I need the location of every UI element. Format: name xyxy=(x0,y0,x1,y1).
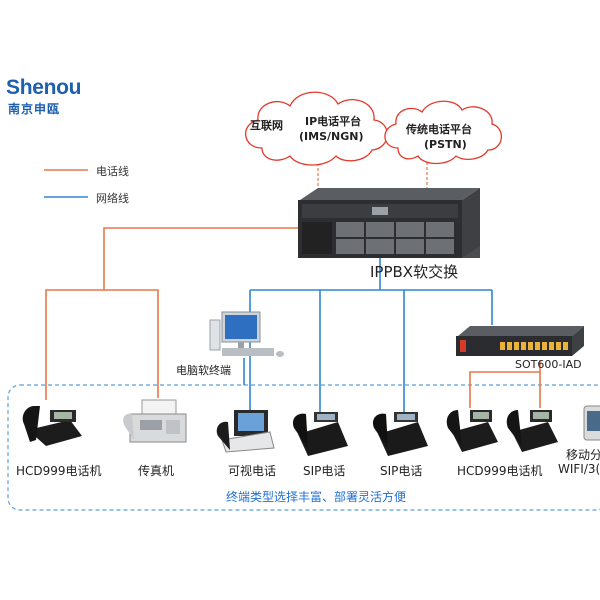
mobile-phone xyxy=(583,405,600,441)
pc-softphone-label: 电脑软终端 xyxy=(176,364,231,377)
phone-line-fax xyxy=(104,289,159,398)
hcd999-phone-left xyxy=(22,406,82,446)
brand-chinese-name: 南京申瓯 xyxy=(8,102,61,116)
sip-phone-1-label: SIP电话 xyxy=(303,464,346,478)
hcd999-right-label: HCD999电话机 xyxy=(457,464,543,478)
internet-cloud xyxy=(245,91,388,166)
fax-machine xyxy=(123,399,187,443)
iad-label: SOT600-IAD xyxy=(515,358,582,371)
video-phone xyxy=(216,410,275,453)
ippbx-server xyxy=(298,188,480,258)
mobile-label-line1: 移动分 xyxy=(566,448,600,462)
sot600-iad-device xyxy=(456,326,584,356)
sip-phone-1 xyxy=(292,412,348,456)
sip-phone-2 xyxy=(372,412,428,456)
pc-softphone xyxy=(209,311,284,357)
ippbx-label: IPPBX软交换 xyxy=(370,263,459,281)
brand-logo-text: Shenou xyxy=(6,76,82,99)
legend-phone-line-label: 电话线 xyxy=(96,165,129,178)
sip-phone-2-label: SIP电话 xyxy=(380,464,423,478)
terminal-tagline: 终端类型选择丰富、部署灵活方便 xyxy=(226,490,407,504)
ims-ngn-label: (IMS/NGN) xyxy=(299,130,364,143)
terminal-area-frame xyxy=(7,384,600,511)
legend-network-line-label: 网络线 xyxy=(96,192,129,205)
pstn-cloud xyxy=(384,100,502,165)
hcd999-phone-right-b xyxy=(506,410,558,452)
ip-platform-label: IP电话平台 xyxy=(305,115,362,128)
pstn-cloud-label: 传统电话平台 xyxy=(406,123,472,136)
video-phone-label: 可视电话 xyxy=(228,464,277,478)
pstn-label: (PSTN) xyxy=(424,138,467,151)
hcd999-phone-right-a xyxy=(446,410,498,452)
phone-line-iad-a xyxy=(469,360,541,408)
hcd999-left-label: HCD999电话机 xyxy=(16,464,102,478)
internet-cloud-label: 互联网 xyxy=(250,119,283,132)
fax-label: 传真机 xyxy=(138,464,175,478)
mobile-label-line2: WIFI/3( xyxy=(558,462,600,476)
